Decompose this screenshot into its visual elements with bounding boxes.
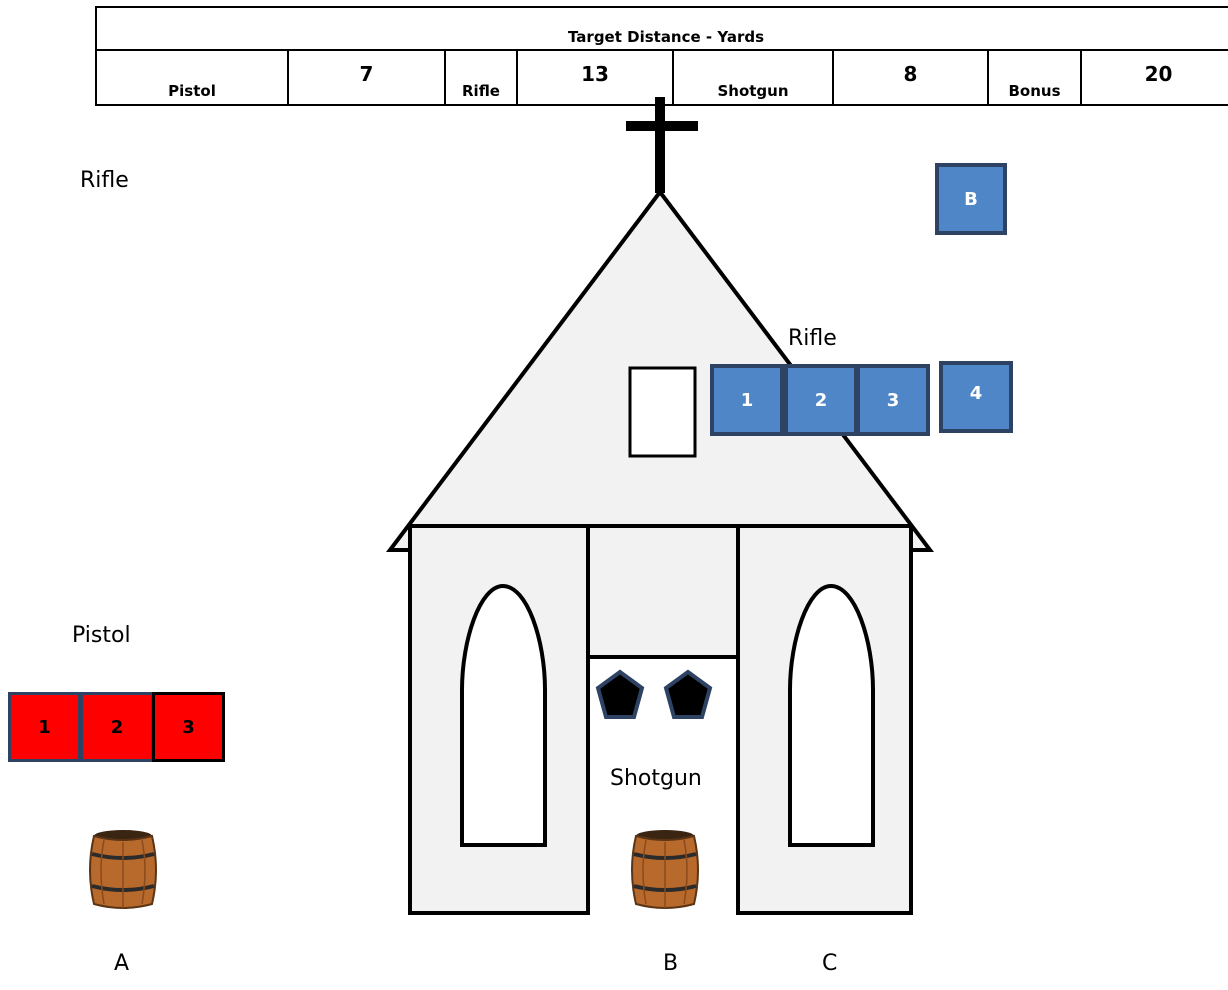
barrel-icon-b (631, 830, 699, 909)
pistol-target-1: 1 (8, 692, 81, 762)
shotgun-distance-cell: 8 (832, 49, 989, 106)
rifle-distance-cell: 13 (516, 49, 674, 106)
bonus-target: B (935, 163, 1007, 235)
shotgun-label: Shotgun (610, 766, 702, 791)
rifle-left-label: Rifle (80, 168, 129, 193)
cross-icon (626, 97, 698, 193)
pistol-target-2: 2 (80, 692, 154, 762)
position-c-label: C (822, 951, 838, 976)
distance-table-title: Target Distance - Yards (94, 6, 1228, 51)
shotgun-label-cell: Shotgun (672, 49, 834, 106)
rifle-target-3: 3 (856, 364, 930, 436)
church-center-wall (586, 524, 740, 659)
bonus-distance-cell: 20 (1079, 49, 1228, 106)
pistol-label: Pistol (72, 623, 131, 648)
bonus-label-cell: Bonus (987, 49, 1082, 106)
shotgun-target-1 (595, 669, 645, 719)
left-arched-window (460, 583, 547, 847)
rifle-target-4: 4 (939, 361, 1013, 433)
rifle-target-2: 2 (784, 364, 858, 436)
shotgun-target-2 (663, 669, 713, 719)
pistol-label-cell: Pistol (95, 49, 289, 106)
barrel-icon-a (89, 830, 157, 909)
attic-window (628, 366, 697, 458)
distance-table: Target Distance - Yards Pistol 7 Rifle 1… (94, 6, 1228, 106)
right-arched-window (788, 583, 875, 847)
rifle-label-cell: Rifle (444, 49, 518, 106)
rifle-right-label: Rifle (788, 326, 837, 351)
pistol-target-3: 3 (152, 692, 225, 762)
rifle-target-1: 1 (710, 364, 784, 436)
position-a-label: A (114, 951, 130, 976)
position-b-label: B (663, 951, 679, 976)
pistol-distance-cell: 7 (287, 49, 446, 106)
